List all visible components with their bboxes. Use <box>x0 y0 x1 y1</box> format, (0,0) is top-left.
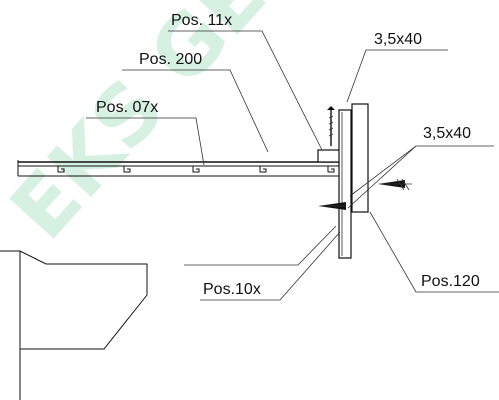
watermark-text: EKS GE <box>0 0 285 257</box>
screw-right <box>378 178 412 191</box>
wall-structure <box>0 250 148 400</box>
label-screw-top: 3,5x40 <box>374 31 422 48</box>
screw-mid <box>318 202 346 210</box>
watermark: EKS GE <box>0 0 285 257</box>
label-pos-11x: Pos. 11x <box>171 12 232 29</box>
leader-lines <box>86 30 499 301</box>
label-pos-10x: Pos.10x <box>203 281 261 298</box>
bracket-rear <box>351 103 369 213</box>
bracket-front <box>338 109 352 259</box>
groove-clips <box>57 166 335 173</box>
label-screw-right: 3,5x40 <box>423 125 471 142</box>
screw-top <box>327 106 335 146</box>
floor-layers <box>17 160 340 177</box>
label-pos-200: Pos. 200 <box>139 51 202 68</box>
label-pos-120: Pos.120 <box>421 273 480 290</box>
label-pos-07x: Pos. 07x <box>96 99 158 116</box>
